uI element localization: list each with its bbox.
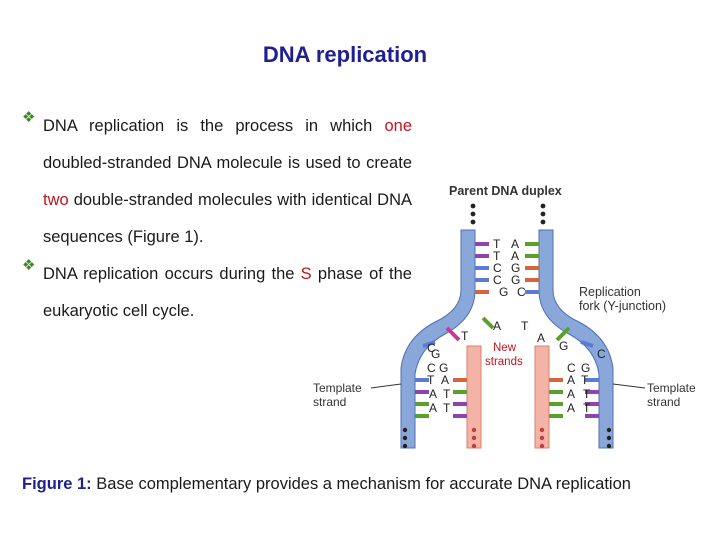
svg-text:G: G	[581, 361, 590, 375]
svg-text:T: T	[581, 373, 589, 387]
label-strand-left: strand	[313, 395, 346, 409]
svg-text:C: C	[427, 361, 436, 375]
svg-text:C: C	[597, 347, 606, 361]
label-template-left: Template	[313, 381, 362, 395]
svg-text:A: A	[429, 387, 437, 401]
bullet-text: DNA replication occurs during the S phas…	[43, 265, 412, 320]
template-strand-left	[400, 229, 476, 449]
svg-text:T: T	[443, 401, 451, 415]
pointer-right	[612, 383, 646, 389]
parent-base-rungs	[475, 242, 539, 294]
svg-text:G: G	[499, 285, 508, 299]
svg-text:C: C	[567, 361, 576, 375]
svg-text:G: G	[511, 273, 520, 287]
svg-text:A: A	[537, 331, 545, 345]
svg-text:C: C	[427, 341, 436, 355]
arm-base-rungs	[415, 316, 599, 418]
svg-text:T: T	[583, 387, 591, 401]
svg-text:C: C	[517, 285, 526, 299]
svg-text:T: T	[493, 249, 501, 263]
label-parent-duplex: Parent DNA duplex	[449, 184, 562, 198]
label-strand-right: strand	[647, 395, 680, 409]
svg-text:T: T	[521, 319, 529, 333]
svg-text:C: C	[493, 261, 502, 275]
caption-text: Base complementary provides a mechanism …	[91, 475, 631, 493]
svg-text:A: A	[567, 387, 575, 401]
diamond-bullet-icon: ❖	[22, 109, 36, 126]
svg-text:G: G	[431, 347, 440, 361]
diamond-bullet-icon: ❖	[22, 257, 36, 274]
svg-text:A: A	[511, 249, 519, 263]
slide-title: DNA replication	[262, 42, 428, 67]
svg-text:A: A	[441, 373, 449, 387]
svg-text:A: A	[567, 401, 575, 415]
svg-text:C: C	[493, 273, 502, 287]
svg-text:T: T	[583, 401, 591, 415]
svg-text:T: T	[427, 373, 435, 387]
bullet-item: ❖ DNA replication is the process in whic…	[22, 108, 412, 256]
svg-text:G: G	[439, 361, 448, 375]
new-strand-right	[534, 345, 550, 449]
label-replication: Replication	[579, 285, 641, 299]
figure-caption: Figure 1: Base complementary provides a …	[22, 475, 712, 494]
pointer-left	[370, 383, 402, 389]
bullet-item: ❖ DNA replication occurs during the S ph…	[22, 256, 412, 330]
bottom-dots	[402, 427, 612, 449]
svg-text:G: G	[559, 339, 568, 353]
svg-text:A: A	[567, 373, 575, 387]
bullet-text: DNA replication is the process in which …	[43, 117, 412, 246]
svg-text:T: T	[443, 387, 451, 401]
template-strand-right	[538, 229, 614, 449]
label-new: New	[493, 342, 517, 354]
label-strands: strands	[485, 356, 523, 368]
svg-text:A: A	[511, 237, 519, 251]
svg-text:T: T	[493, 237, 501, 251]
label-template-right: Template	[647, 381, 696, 395]
label-fork: fork (Y-junction)	[579, 299, 666, 313]
bullet-list: ❖ DNA replication is the process in whic…	[22, 108, 412, 330]
parent-dots	[470, 203, 546, 225]
svg-text:A: A	[429, 401, 437, 415]
new-strand-left	[466, 345, 482, 449]
svg-text:A: A	[493, 319, 501, 333]
svg-text:G: G	[511, 261, 520, 275]
svg-text:T: T	[461, 329, 469, 343]
caption-label: Figure 1:	[22, 475, 92, 493]
